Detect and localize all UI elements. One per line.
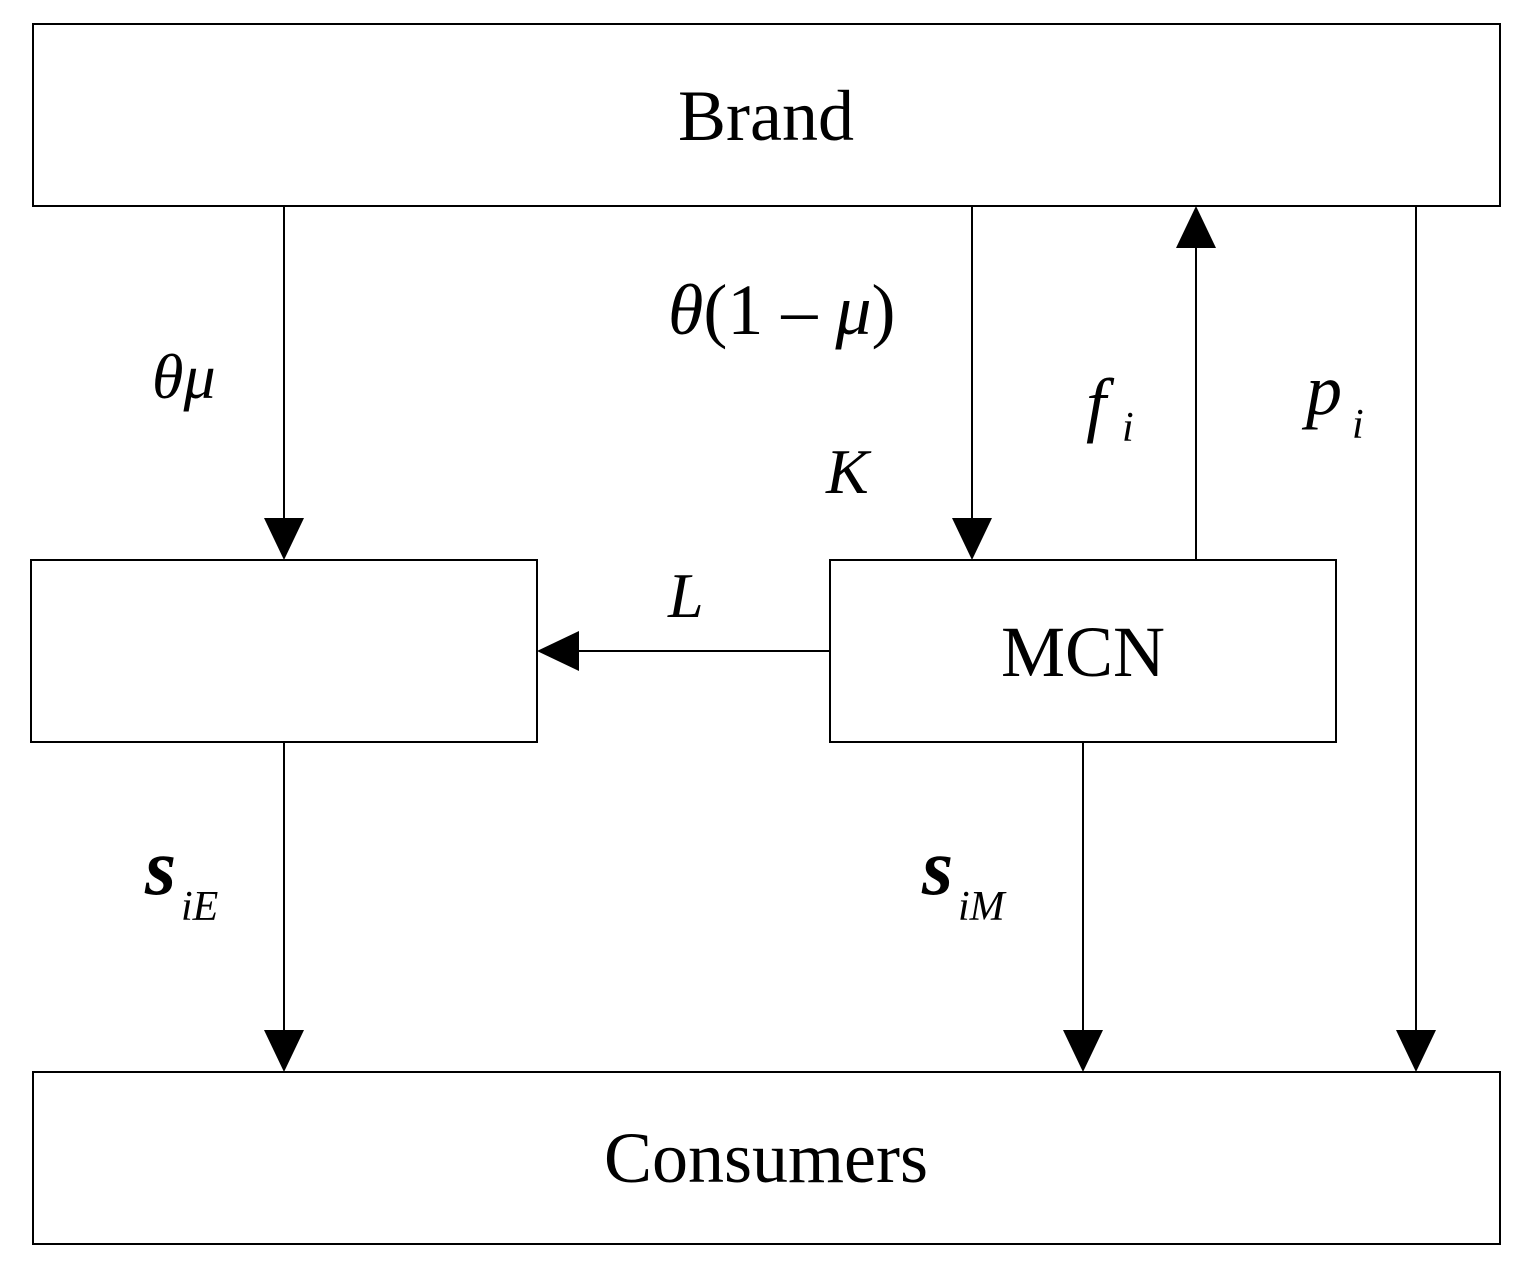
label-theta-one-minus-mu: θ(1 – μ)	[668, 270, 895, 350]
mcn-node: MCN	[829, 559, 1337, 743]
minus-sign: –	[763, 270, 835, 350]
s-ie-base: s	[144, 824, 176, 912]
arrow-brand-to-consumers	[1396, 206, 1436, 1072]
label-k: K	[825, 436, 872, 507]
one-digit: 1	[727, 270, 763, 350]
arrow-brand-to-mcn	[952, 206, 992, 560]
influencer-node	[30, 559, 538, 743]
label-s-ie: s iE	[144, 824, 218, 930]
arrow-brand-to-influencer	[264, 206, 304, 560]
s-im-base: s	[921, 824, 953, 912]
p-base: p	[1301, 350, 1342, 430]
label-l: L	[667, 560, 704, 631]
label-p-i: p i	[1301, 350, 1364, 448]
label-s-im: s iM	[921, 824, 1007, 930]
label-f-i: f i	[1086, 364, 1134, 451]
label-theta-mu: θμ	[152, 341, 216, 412]
arrow-influencer-to-consumers	[264, 742, 304, 1072]
arrow-mcn-to-influencer	[537, 631, 830, 671]
p-subscript: i	[1352, 402, 1364, 448]
s-im-subscript: iM	[958, 884, 1007, 930]
brand-node: Brand	[32, 23, 1501, 207]
f-subscript: i	[1122, 405, 1134, 451]
mu-symbol: μ	[834, 270, 871, 350]
s-ie-subscript: iE	[181, 884, 218, 930]
open-paren: (	[703, 270, 727, 350]
brand-label: Brand	[678, 76, 854, 156]
close-paren: )	[872, 270, 896, 350]
arrow-mcn-to-brand	[1176, 206, 1216, 560]
theta-symbol: θ	[668, 270, 703, 350]
consumers-node: Consumers	[32, 1071, 1501, 1245]
consumers-label: Consumers	[604, 1118, 928, 1198]
arrow-mcn-to-consumers	[1063, 742, 1103, 1072]
mcn-label: MCN	[1001, 612, 1165, 692]
f-base: f	[1086, 364, 1115, 444]
